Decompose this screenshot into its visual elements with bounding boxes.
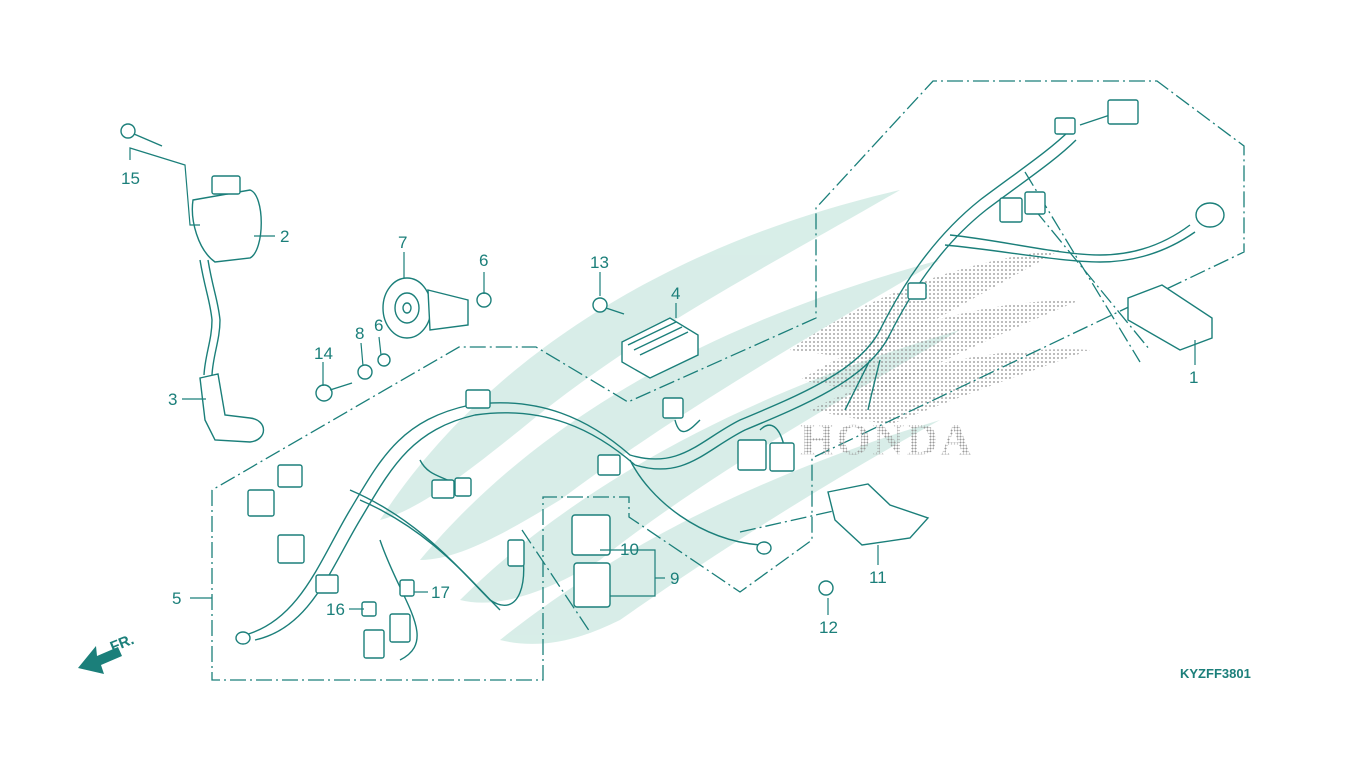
control-module xyxy=(1127,284,1213,351)
relays xyxy=(571,514,611,608)
callout-14: 14 xyxy=(314,344,333,363)
callout-6-washer-bolt: 6 xyxy=(374,316,384,335)
front-direction-arrow xyxy=(78,646,122,674)
callout-13: 13 xyxy=(590,253,609,272)
horn xyxy=(382,277,469,339)
honda-brand-watermark: HONDA xyxy=(800,415,974,464)
fasteners xyxy=(120,123,834,596)
callout-12: 12 xyxy=(819,618,838,637)
regulator-rectifier xyxy=(621,317,699,379)
callout-17: 17 xyxy=(431,583,450,602)
callout-15: 15 xyxy=(121,169,140,188)
callout-16: 16 xyxy=(326,600,345,619)
callout-5: 5 xyxy=(172,589,182,608)
wire-harness xyxy=(244,114,1196,661)
callout-6-washer-horn: 6 xyxy=(479,251,489,270)
callout-3: 3 xyxy=(168,390,178,409)
halftone-wing xyxy=(790,250,1090,425)
connectors xyxy=(235,99,1225,659)
diagram-code: KYZFF3801 xyxy=(1180,666,1251,681)
bracket xyxy=(827,483,930,546)
ignition-coil xyxy=(191,175,262,376)
callout-4: 4 xyxy=(671,284,681,303)
leader-lines xyxy=(129,147,1196,615)
callout-9: 9 xyxy=(670,569,680,588)
callout-2: 2 xyxy=(280,227,290,246)
callout-10: 10 xyxy=(620,540,639,559)
callout-1: 1 xyxy=(1189,368,1199,387)
callout-11: 11 xyxy=(869,568,887,587)
spark-plug-cap xyxy=(199,373,265,443)
callout-7: 7 xyxy=(398,233,408,252)
callout-8: 8 xyxy=(355,324,365,343)
